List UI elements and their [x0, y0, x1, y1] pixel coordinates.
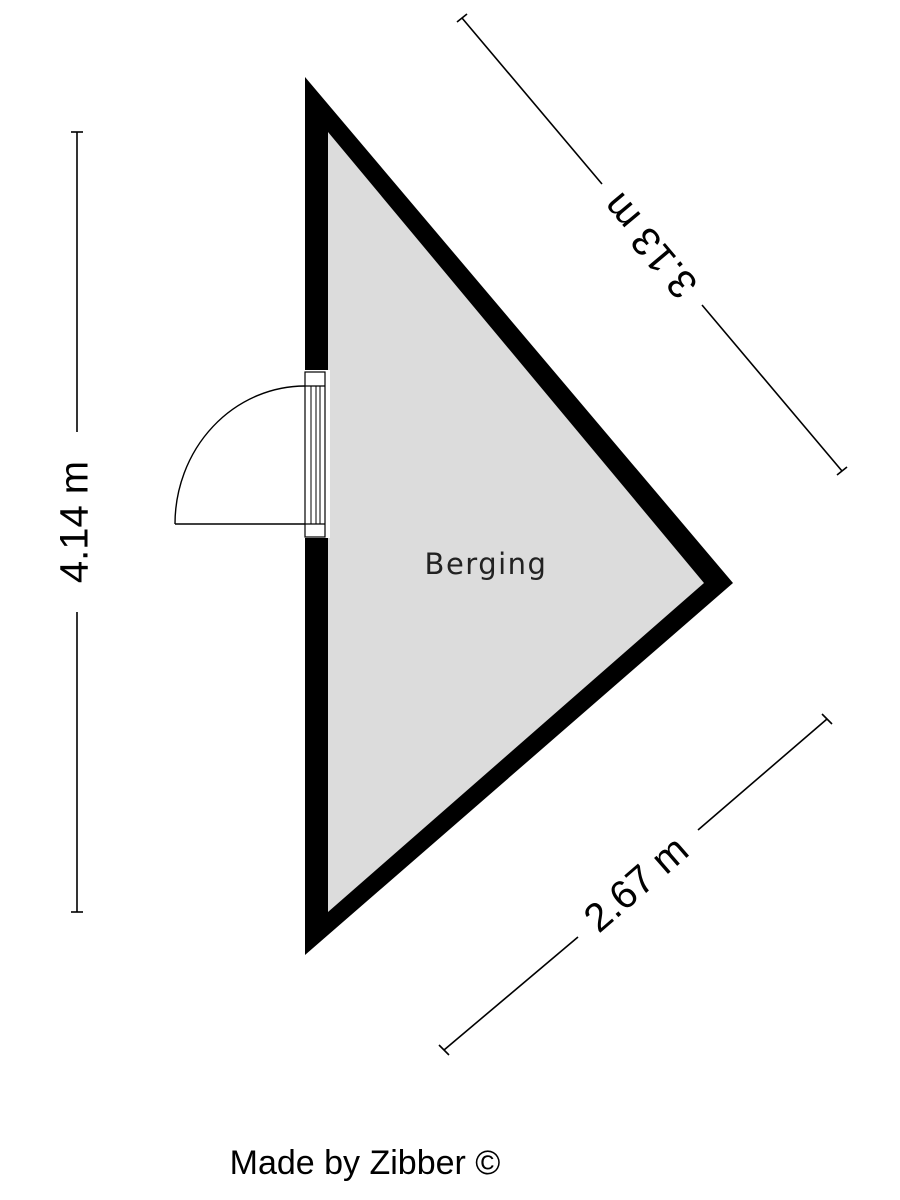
dimension-tick-lower-b [438, 1044, 450, 1056]
door-swing-arc [174, 385, 306, 525]
dimension-label-left-wall: 4.14 m [53, 461, 97, 583]
dimension-label-lower-diagonal: 2.67 m [576, 827, 697, 940]
dimension-line-lower-a [697, 718, 828, 831]
dimension-left-wall: 4.14 m [53, 131, 97, 913]
dimension-label-upper-diagonal: 3.13 m [594, 185, 706, 307]
room-floor-berging [328, 132, 704, 912]
dimension-tick-upper-b [836, 466, 848, 476]
dimension-line-upper-a [461, 17, 603, 185]
dimension-tick-lower-a [821, 713, 833, 725]
credit-text: Made by Zibber © [230, 1144, 501, 1182]
dimension-tick-upper-a [456, 13, 468, 23]
door [174, 370, 330, 538]
door-frame [304, 371, 326, 538]
dimension-line-upper-b [701, 304, 843, 472]
dimension-line-lower-b [443, 936, 579, 1051]
room-label-berging: Berging [425, 547, 548, 581]
